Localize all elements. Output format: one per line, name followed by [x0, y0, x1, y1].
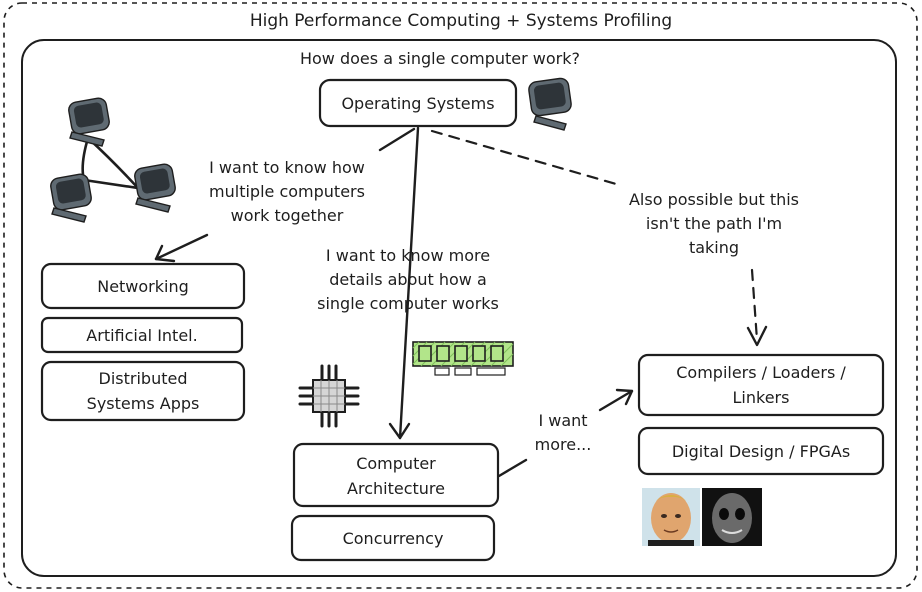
arrowhead-networking	[154, 244, 176, 263]
annotation-possible-line3: taking	[689, 238, 739, 257]
dashed-possible-to-compilers	[750, 268, 759, 342]
annotation-possible-line1: Also possible but this	[629, 190, 799, 209]
node-compilers-line1: Compilers / Loaders /	[676, 363, 846, 382]
node-distributed-line2: Systems Apps	[87, 394, 200, 413]
question-text: How does a single computer work?	[300, 49, 580, 68]
arrowhead-architecture	[388, 422, 411, 440]
node-digital-design: Digital Design / FPGAs	[637, 426, 885, 476]
node-distributed-line1: Distributed	[99, 369, 188, 388]
cpu-chip-icon	[298, 364, 360, 428]
annotation-more-line1: I want	[538, 411, 587, 430]
arrow-to-networking	[154, 233, 209, 261]
annotation-multiple-line1: I want to know how	[209, 158, 365, 177]
outer-dashed-frame	[3, 2, 918, 589]
arrow-more-to-compilers	[598, 389, 634, 412]
arrowhead-compilers	[615, 388, 634, 406]
annotation-want-more: I want more...	[535, 411, 592, 454]
node-operating-systems-label: Operating Systems	[341, 94, 494, 113]
node-compilers-line2: Linkers	[733, 388, 790, 407]
node-digital-design-label: Digital Design / FPGAs	[672, 442, 850, 461]
annotation-multiple-line3: work together	[231, 206, 344, 225]
annotation-details-line2: details about how a	[329, 270, 487, 289]
dashed-os-to-possible	[430, 129, 618, 186]
node-arch-line2: Architecture	[347, 479, 445, 498]
inner-frame	[21, 39, 897, 577]
node-networking: Networking	[40, 262, 246, 310]
annotation-more-line2: more...	[535, 435, 592, 454]
annotation-also-possible: Also possible but this isn't the path I'…	[629, 190, 799, 257]
connector-os-left	[378, 127, 416, 152]
annotation-possible-line2: isn't the path I'm	[646, 214, 782, 233]
node-concurrency-label: Concurrency	[343, 529, 444, 548]
node-arch-line1: Computer	[356, 454, 436, 473]
node-operating-systems: Operating Systems	[318, 78, 518, 128]
annotation-multiple-computers: I want to know how multiple computers wo…	[209, 158, 365, 225]
node-distributed-systems: Distributed Systems Apps	[40, 360, 246, 422]
meme-faces-image	[642, 488, 762, 546]
connector-architecture-to-more	[497, 458, 528, 478]
node-networking-label: Networking	[97, 277, 189, 296]
computer-monitor-icon	[528, 77, 572, 131]
arrow-os-to-architecture	[398, 126, 420, 440]
annotation-details-line1: I want to know more	[326, 246, 490, 265]
node-compilers: Compilers / Loaders / Linkers	[637, 353, 885, 417]
node-computer-architecture: Computer Architecture	[292, 442, 500, 508]
node-concurrency: Concurrency	[290, 514, 496, 562]
network-of-computers-icon	[50, 97, 176, 223]
node-artificial-intel-label: Artificial Intel.	[86, 326, 197, 345]
node-artificial-intel: Artificial Intel.	[40, 316, 244, 354]
arrowhead-compilers-dashed	[746, 325, 768, 347]
ram-module-icon	[412, 341, 514, 376]
annotation-multiple-line2: multiple computers	[209, 182, 365, 201]
diagram-title: High Performance Computing + Systems Pro…	[250, 11, 672, 31]
